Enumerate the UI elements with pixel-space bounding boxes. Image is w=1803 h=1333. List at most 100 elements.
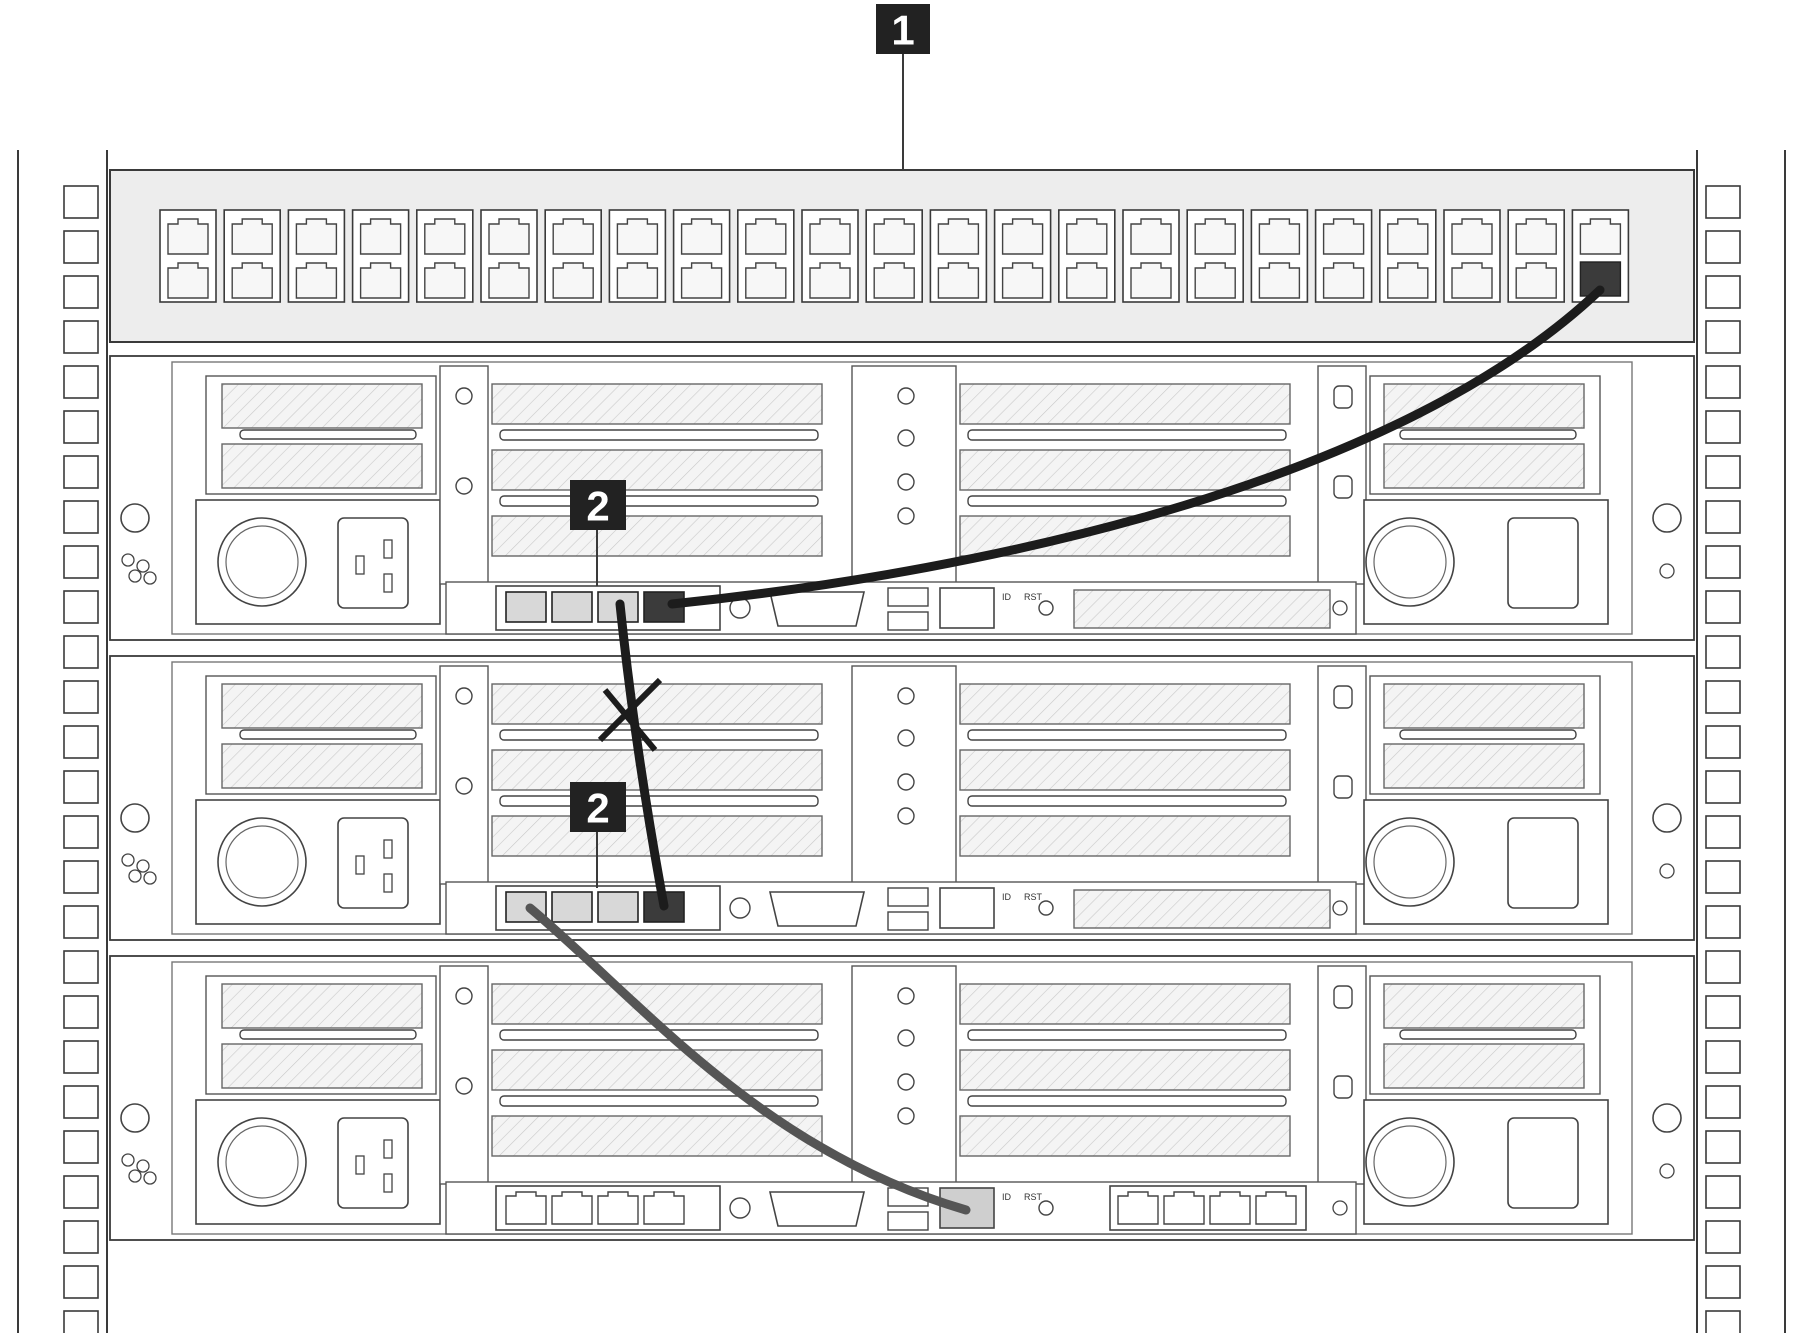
nic-port[interactable] bbox=[1209, 1191, 1251, 1225]
switch-port[interactable] bbox=[873, 262, 915, 299]
nic-port[interactable] bbox=[597, 1191, 639, 1225]
latch-icon[interactable] bbox=[1333, 985, 1353, 1009]
thumbscrew-icon[interactable] bbox=[455, 387, 473, 405]
psu-power-inlet[interactable] bbox=[337, 1117, 409, 1209]
switch-port[interactable] bbox=[1322, 218, 1365, 255]
latch-icon[interactable] bbox=[1333, 1075, 1353, 1099]
switch-port[interactable] bbox=[809, 218, 851, 255]
switch-port[interactable] bbox=[1515, 218, 1557, 255]
latch-icon[interactable] bbox=[1333, 385, 1353, 409]
rack-hole bbox=[63, 815, 99, 849]
latch-icon[interactable] bbox=[1333, 475, 1353, 499]
vga-port[interactable] bbox=[768, 591, 866, 627]
nic-port[interactable] bbox=[1255, 1191, 1297, 1225]
switch-port[interactable] bbox=[873, 218, 915, 255]
switch-port[interactable] bbox=[359, 262, 402, 299]
thumbscrew-icon[interactable] bbox=[1332, 1200, 1348, 1216]
bracket-screw bbox=[897, 687, 915, 705]
management-port[interactable] bbox=[939, 587, 995, 629]
nic-port[interactable] bbox=[551, 891, 593, 923]
switch-port[interactable] bbox=[488, 262, 530, 299]
switch-port[interactable] bbox=[167, 262, 209, 299]
switch-port[interactable] bbox=[1451, 262, 1493, 299]
switch-port[interactable] bbox=[295, 218, 338, 255]
switch-port[interactable] bbox=[680, 262, 723, 299]
switch-port[interactable] bbox=[552, 218, 594, 255]
pcie-slot-cover bbox=[1383, 683, 1585, 729]
switch-port[interactable] bbox=[1130, 262, 1172, 299]
switch-port-active[interactable] bbox=[1579, 261, 1622, 297]
thumbscrew-icon[interactable] bbox=[455, 777, 473, 795]
switch-port[interactable] bbox=[1322, 262, 1365, 299]
vent-hole bbox=[143, 571, 157, 585]
switch-port[interactable] bbox=[937, 218, 980, 255]
psu-power-inlet[interactable] bbox=[1507, 1117, 1579, 1209]
switch-port[interactable] bbox=[488, 218, 530, 255]
switch-port[interactable] bbox=[1001, 218, 1044, 255]
psu-power-inlet[interactable] bbox=[337, 517, 409, 609]
nic-port[interactable] bbox=[505, 1191, 547, 1225]
latch-icon[interactable] bbox=[1333, 775, 1353, 799]
switch-port[interactable] bbox=[295, 262, 338, 299]
switch-port[interactable] bbox=[1194, 262, 1236, 299]
switch-port[interactable] bbox=[1387, 218, 1429, 255]
thumbscrew-icon[interactable] bbox=[455, 687, 473, 705]
cable-crossover bbox=[597, 677, 663, 743]
switch-port[interactable] bbox=[1194, 218, 1236, 255]
management-port[interactable] bbox=[939, 887, 995, 929]
rack-ear-screw bbox=[120, 1103, 150, 1133]
switch-port[interactable] bbox=[1130, 218, 1172, 255]
switch-port[interactable] bbox=[680, 218, 723, 255]
thumbscrew-icon[interactable] bbox=[729, 1197, 751, 1219]
thumbscrew-icon[interactable] bbox=[455, 1077, 473, 1095]
thumbscrew-icon[interactable] bbox=[1332, 900, 1348, 916]
rst-button-label: RST bbox=[1024, 592, 1043, 602]
switch-port[interactable] bbox=[424, 262, 466, 299]
switch-port[interactable] bbox=[231, 262, 273, 299]
switch-port[interactable] bbox=[745, 218, 787, 255]
thumbscrew-icon[interactable] bbox=[1332, 600, 1348, 616]
switch-port[interactable] bbox=[359, 218, 402, 255]
switch-port[interactable] bbox=[745, 262, 787, 299]
nic-port[interactable] bbox=[1117, 1191, 1159, 1225]
nic-port[interactable] bbox=[551, 591, 593, 623]
switch-port[interactable] bbox=[1066, 262, 1108, 299]
switch-port[interactable] bbox=[231, 218, 273, 255]
switch-port[interactable] bbox=[937, 262, 980, 299]
psu-power-inlet[interactable] bbox=[1507, 517, 1579, 609]
thumbscrew-icon[interactable] bbox=[729, 897, 751, 919]
psu-power-inlet[interactable] bbox=[1507, 817, 1579, 909]
nic-port[interactable] bbox=[505, 591, 547, 623]
usb-port[interactable] bbox=[887, 611, 929, 631]
switch-port[interactable] bbox=[616, 218, 659, 255]
switch-port[interactable] bbox=[616, 262, 659, 299]
nic-port[interactable] bbox=[643, 1191, 685, 1225]
thumbscrew-icon[interactable] bbox=[455, 987, 473, 1005]
switch-port[interactable] bbox=[809, 262, 851, 299]
bracket-screw bbox=[897, 429, 915, 447]
psu-power-inlet[interactable] bbox=[337, 817, 409, 909]
usb-port[interactable] bbox=[887, 911, 929, 931]
switch-port[interactable] bbox=[1001, 262, 1044, 299]
usb-port[interactable] bbox=[887, 587, 929, 607]
usb-port[interactable] bbox=[887, 887, 929, 907]
switch-port[interactable] bbox=[552, 262, 594, 299]
switch-port[interactable] bbox=[1515, 262, 1557, 299]
latch-icon[interactable] bbox=[1333, 685, 1353, 709]
nic-port[interactable] bbox=[597, 891, 639, 923]
switch-port[interactable] bbox=[1387, 262, 1429, 299]
switch-port[interactable] bbox=[167, 218, 209, 255]
switch-port[interactable] bbox=[1258, 262, 1301, 299]
nic-port[interactable] bbox=[1163, 1191, 1205, 1225]
vga-port[interactable] bbox=[768, 1191, 866, 1227]
usb-port[interactable] bbox=[887, 1211, 929, 1231]
switch-port[interactable] bbox=[1258, 218, 1301, 255]
switch-port[interactable] bbox=[1451, 218, 1493, 255]
vga-port[interactable] bbox=[768, 891, 866, 927]
rack-hole bbox=[1705, 1040, 1741, 1074]
nic-port[interactable] bbox=[551, 1191, 593, 1225]
thumbscrew-icon[interactable] bbox=[455, 477, 473, 495]
switch-port[interactable] bbox=[1579, 218, 1622, 255]
switch-port[interactable] bbox=[424, 218, 466, 255]
switch-port[interactable] bbox=[1066, 218, 1108, 255]
